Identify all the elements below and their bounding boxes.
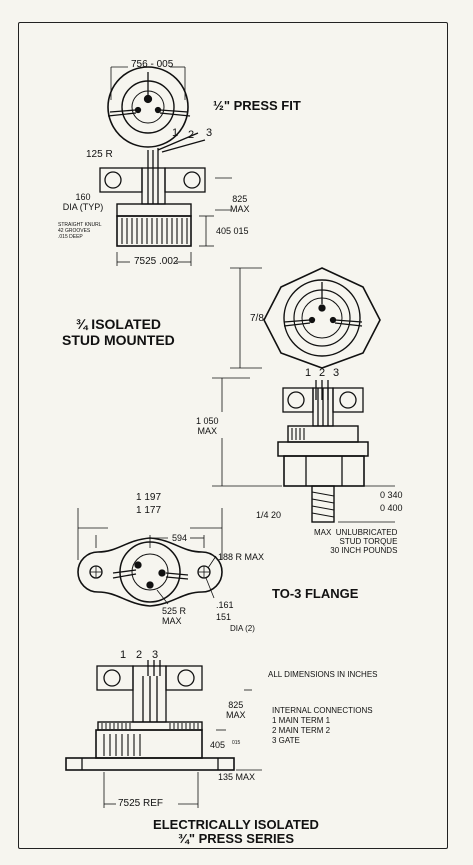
isolated-stud-thread: 1/4 20 bbox=[256, 510, 282, 520]
to3-half-dim: 594 bbox=[172, 533, 188, 543]
to3-hole-note: DIA (2) bbox=[230, 624, 255, 633]
internal-connection-3: 3 GATE bbox=[272, 736, 300, 745]
drawing-frame bbox=[18, 22, 448, 849]
press-series-pin-1: 1 bbox=[120, 649, 127, 661]
press-series-body-dim: 7525 REF bbox=[118, 798, 164, 809]
to3-ear-radius-dim: 188 R MAX bbox=[218, 552, 265, 562]
press-fit-title: ½" PRESS FIT bbox=[213, 98, 301, 113]
press-fit-diameter-dim: 756 - 005 bbox=[131, 59, 174, 70]
press-fit-height-dim: 405 015 bbox=[216, 226, 249, 236]
to3-top-view bbox=[77, 508, 223, 607]
press-series-height-dim: 405 bbox=[210, 740, 226, 750]
isolated-stud-stud-dim-b: 0 400 bbox=[380, 503, 403, 513]
press-series-height-tol: 015 bbox=[232, 740, 241, 746]
isolated-stud-torque-note: MAX UNLUBRICATED STUD TORQUE 30 INCH POU… bbox=[314, 528, 398, 555]
press-fit-pin-2: 2 bbox=[188, 129, 195, 141]
press-series-pin-3: 3 bbox=[152, 649, 159, 661]
press-fit-pin-dia-dim: 160 DIA (TYP) bbox=[62, 192, 104, 212]
press-fit-side-view bbox=[99, 132, 232, 266]
press-series-pin-2: 2 bbox=[136, 649, 143, 661]
to3-outer-dim-a: 1 197 bbox=[136, 492, 162, 503]
isolated-stud-pin-1: 1 bbox=[305, 367, 312, 379]
isolated-stud-title: ¾ ISOLATED STUD MOUNTED bbox=[62, 316, 175, 348]
press-series-height-max-dim: 825 MAX bbox=[226, 700, 246, 720]
isolated-stud-hex-dim: 7/8 bbox=[250, 313, 264, 324]
press-fit-pin-3: 3 bbox=[206, 127, 213, 139]
press-fit-body-dim: 7525 .002 bbox=[134, 256, 179, 267]
to3-outer-dim-b: 1 177 bbox=[136, 505, 162, 516]
isolated-stud-top-view bbox=[230, 267, 381, 369]
internal-connection-2: 2 MAIN TERM 2 bbox=[272, 726, 331, 735]
isolated-stud-stud-dim-a: 0 340 bbox=[380, 490, 403, 500]
press-fit-height-max-dim: 825 MAX bbox=[230, 194, 250, 214]
internal-connections-title: INTERNAL CONNECTIONS bbox=[272, 706, 373, 715]
isolated-stud-side-view bbox=[212, 377, 395, 523]
press-fit-top-view bbox=[107, 66, 191, 148]
isolated-stud-pin-3: 3 bbox=[333, 367, 340, 379]
press-series-side-view bbox=[65, 660, 262, 808]
press-fit-knurl-note: STRAIGHT KNURL 42 GROOVES .015 DEEP bbox=[58, 222, 102, 240]
isolated-stud-height-dim: 1 050 MAX bbox=[196, 416, 219, 436]
isolated-stud-pin-2: 2 bbox=[319, 367, 326, 379]
to3-hole-dim-b: 151 bbox=[216, 612, 232, 622]
to3-title: TO-3 FLANGE bbox=[272, 586, 359, 601]
press-series-title: ELECTRICALLY ISOLATED ¾" PRESS SERIES bbox=[153, 817, 319, 846]
all-dimensions-note: ALL DIMENSIONS IN INCHES bbox=[268, 670, 378, 679]
press-series-flange-dim: 135 MAX bbox=[218, 772, 256, 782]
press-fit-pin-1: 1 bbox=[172, 127, 179, 139]
to3-body-radius-dim: 525 R MAX bbox=[162, 606, 187, 626]
press-fit-radius-dim: 125 R bbox=[86, 149, 113, 160]
to3-hole-dim-a: .161 bbox=[216, 600, 234, 610]
internal-connection-1: 1 MAIN TERM 1 bbox=[272, 716, 331, 725]
